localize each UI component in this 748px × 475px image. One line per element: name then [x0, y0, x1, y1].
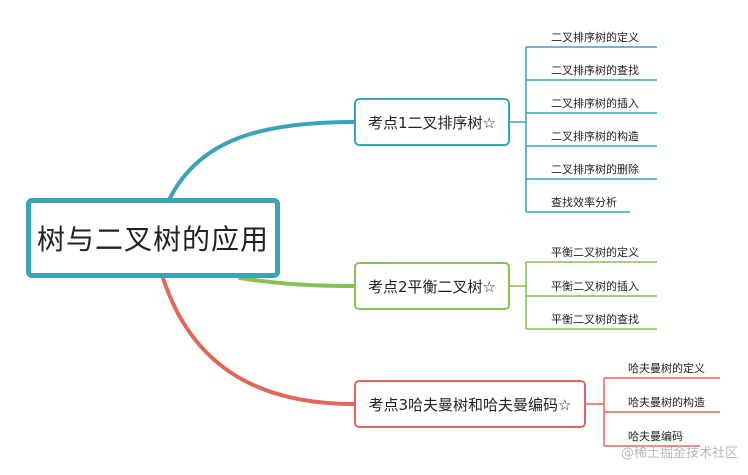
leaf-node[interactable]: 平衡二叉树的插入 — [551, 280, 639, 293]
root-label: 树与二叉树的应用 — [36, 223, 269, 256]
topic-node-balanced-tree[interactable]: 考点2平衡二叉树☆ — [354, 262, 510, 310]
leaf-node[interactable]: 二叉排序树的插入 — [551, 97, 639, 110]
topic-node-bst[interactable]: 考点1二叉排序树☆ — [354, 98, 510, 146]
branch-topic3 — [586, 377, 720, 447]
topic-label: 考点2平衡二叉树☆ — [368, 277, 496, 296]
leaf-node[interactable]: 二叉排序树的构造 — [551, 130, 639, 143]
leaf-node[interactable]: 平衡二叉树的查找 — [551, 313, 639, 326]
leaf-node[interactable]: 哈夫曼树的构造 — [628, 396, 705, 409]
leaf-node[interactable]: 查找效率分析 — [551, 196, 617, 209]
topic-label: 考点1二叉排序树☆ — [368, 113, 496, 132]
watermark: @稀土掘金技术社区 — [620, 446, 738, 461]
connector-root-topic2 — [238, 276, 356, 288]
connector-root-topic1 — [168, 120, 356, 200]
leaf-node[interactable]: 二叉排序树的定义 — [551, 31, 639, 44]
leaf-node[interactable]: 二叉排序树的查找 — [551, 64, 639, 77]
branch-topic1 — [510, 46, 657, 213]
leaf-node[interactable]: 哈夫曼树的定义 — [628, 362, 705, 375]
root-node[interactable]: 树与二叉树的应用 — [26, 198, 280, 278]
leaf-node[interactable]: 平衡二叉树的定义 — [551, 246, 639, 259]
topic-label: 考点3哈夫曼树和哈夫曼编码☆ — [368, 395, 572, 414]
leaf-node[interactable]: 哈夫曼编码 — [628, 430, 683, 443]
leaf-node[interactable]: 二叉排序树的删除 — [551, 163, 639, 176]
topic-node-huffman[interactable]: 考点3哈夫曼树和哈夫曼编码☆ — [354, 380, 586, 428]
connector-root-topic3 — [161, 276, 356, 406]
branch-topic2 — [510, 261, 657, 330]
